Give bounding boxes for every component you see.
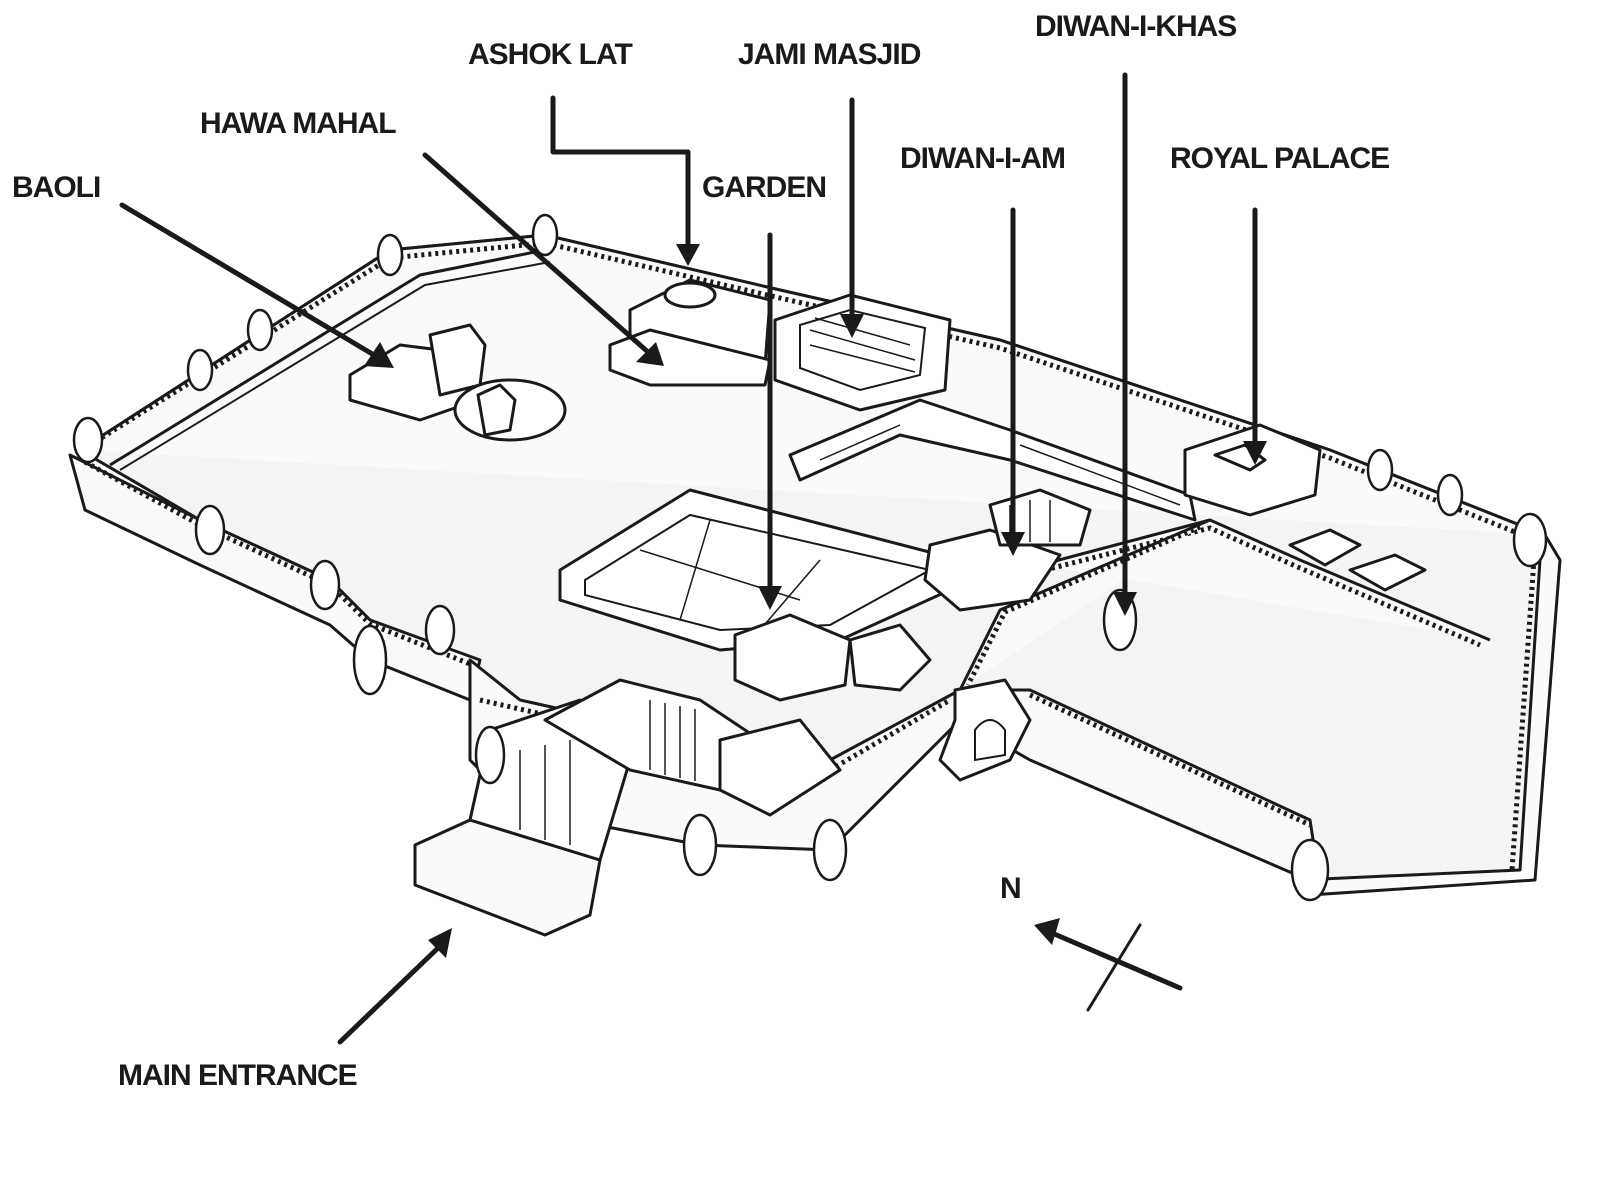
inner-wall-west-line — [119, 261, 551, 471]
north-indicator: N — [1000, 872, 1183, 1012]
diwan-i-am-hall — [923, 528, 1062, 612]
main-entrance-arrow — [337, 945, 441, 1045]
garden-inner — [584, 513, 933, 632]
garden-pavilion-east — [848, 623, 932, 692]
ashok-lat-arrow — [550, 95, 691, 251]
garden-enclosure — [558, 488, 962, 652]
baoli-well-kiosk — [476, 383, 517, 437]
southeast-gate-arch — [974, 719, 1006, 762]
label-main-entrance: MAIN ENTRANCE — [118, 1059, 357, 1092]
diagonal-inner-wall — [958, 518, 1211, 691]
ashok-lat-base — [608, 328, 772, 387]
label-diwan-i-khas: DIWAN-I-KHAS — [1035, 10, 1236, 43]
label-baoli: BAOLI — [12, 171, 100, 204]
diagonal-inner-wall-crenellation — [965, 524, 1201, 687]
north-arrow-shaft — [1049, 930, 1183, 991]
north-wall-crenellation — [88, 240, 1541, 545]
north-corridor — [788, 398, 1197, 522]
label-hawa-mahal: HAWA MAHAL — [200, 107, 396, 140]
label-royal-palace: ROYAL PALACE — [1170, 142, 1389, 175]
baoli-tower — [428, 323, 487, 397]
label-ashok-lat: ASHOK LAT — [468, 38, 632, 71]
leader-arrows — [119, 72, 1267, 1045]
garden-pavilion — [733, 613, 852, 702]
north-arrow-head — [1034, 918, 1060, 945]
fort-structure — [68, 213, 1562, 937]
east-wall-crenellation — [1509, 544, 1538, 871]
label-garden: GARDEN — [702, 171, 826, 204]
label-diwan-i-am: DIWAN-I-AM — [900, 142, 1065, 175]
north-arrow-crossbar — [1086, 923, 1142, 1012]
baoli-arrow — [119, 202, 377, 358]
labels: ASHOK LAT JAMI MASJID DIWAN-I-KHAS HAWA … — [12, 10, 1390, 1092]
north-label: N — [1000, 872, 1021, 905]
southeast-gate — [938, 678, 1032, 782]
southeast-wall-crenellation — [1028, 692, 1312, 828]
gate-east-block — [718, 718, 842, 817]
east-pavilion-1 — [1288, 528, 1362, 567]
label-jami-masjid: JAMI MASJID — [738, 38, 921, 71]
ashok-lat-dome — [663, 281, 717, 309]
hawa-mahal-arrow — [422, 152, 651, 355]
east-pavilion-2 — [1348, 553, 1427, 592]
wall-towers — [72, 213, 1548, 902]
